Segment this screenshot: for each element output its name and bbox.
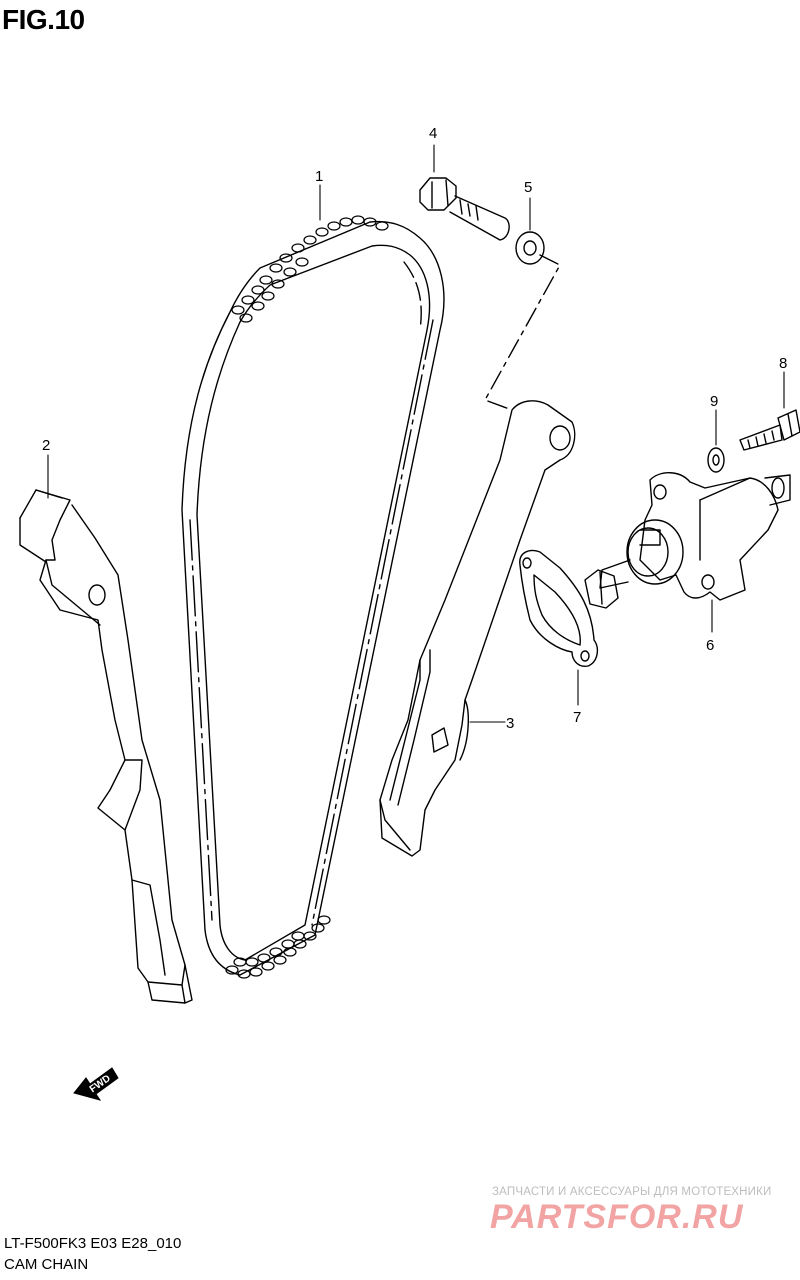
- cam-chain-guide-part: [19, 489, 193, 1004]
- gasket-part: [519, 549, 599, 667]
- callout-6: 6: [706, 637, 714, 654]
- callout-4: 4: [429, 125, 437, 142]
- watermark-logo: PARTSFOR.RU: [490, 1198, 744, 1236]
- callout-9: 9: [710, 393, 718, 410]
- diagram-caption: CAM CHAIN: [4, 1256, 89, 1273]
- washer-part: [515, 231, 545, 265]
- bolt-part: [419, 177, 510, 241]
- small-bolt-part: [739, 409, 800, 451]
- figure-title: FIG.10: [2, 4, 85, 35]
- callout-1: 1: [315, 168, 323, 185]
- callout-8: 8: [779, 355, 787, 372]
- model-code: LT-F500FK3 E03 E28_010: [4, 1235, 182, 1252]
- cam-chain-tensioner-guide-part: [379, 400, 576, 857]
- cam-chain-tensioner-adjuster-part: [584, 472, 791, 609]
- leader-lines: [47, 144, 785, 723]
- callout-3: 3: [506, 715, 514, 732]
- small-washer-part: [707, 447, 725, 473]
- forward-arrow-icon: FWD: [73, 1067, 119, 1101]
- assembly-line: [484, 254, 561, 411]
- cam-chain-part: [181, 215, 445, 979]
- callout-7: 7: [573, 709, 581, 726]
- watermark-tagline: ЗАПЧАСТИ И АКСЕССУАРЫ ДЛЯ МОТОТЕХНИКИ: [492, 1186, 772, 1198]
- callout-2: 2: [42, 437, 50, 454]
- callout-5: 5: [524, 179, 532, 196]
